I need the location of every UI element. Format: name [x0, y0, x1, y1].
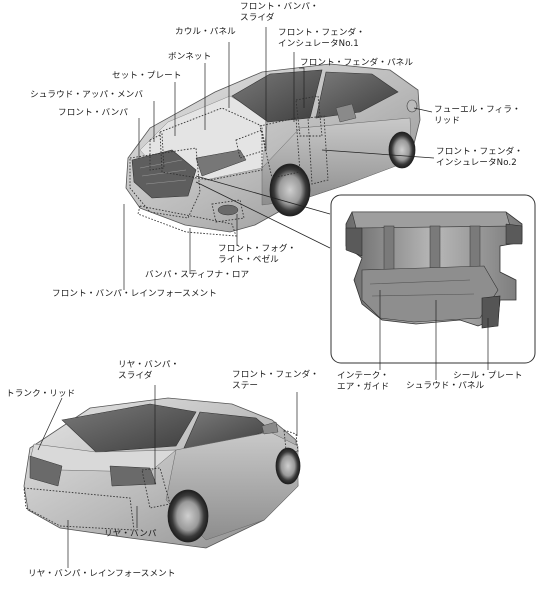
label-front-bumper-reinforcement: フロント・バンパ・レインフォースメント — [52, 289, 217, 299]
label-fuel-filler-lid: フューエル・フィラ・ リッド — [434, 105, 521, 126]
label-trunk-lid: トランク・リッド — [6, 389, 76, 399]
label-front-fender-insulator-no2: フロント・フェンダ・ インシュレータNo.2 — [436, 147, 523, 168]
label-rear-bumper: リヤ・バンパ — [104, 529, 157, 539]
label-shroud-upper-member: シュラウド・アッパ・メンバ — [30, 90, 144, 100]
label-front-fender-panel: フロント・フェンダ・パネル — [300, 58, 414, 68]
label-bonnet: ボンネット — [168, 52, 212, 62]
label-rear-bumper-slider: リヤ・バンパ・ スライダ — [118, 360, 180, 381]
inset-radiator-support — [330, 194, 536, 364]
label-intake-air-guide: インテーク・ エア・ガイド — [337, 371, 390, 392]
label-set-plate: セット・プレート — [112, 71, 182, 81]
label-front-fog-light-bezel: フロント・フォグ・ ライト・ベゼル — [218, 244, 297, 265]
label-front-fender-stay: フロント・フェンダ・ ステー — [232, 370, 319, 391]
front-car — [125, 63, 421, 249]
label-front-fender-insulator-no1: フロント・フェンダ・ インシュレータNo.1 — [278, 28, 365, 49]
rear-car — [23, 397, 301, 549]
label-front-bumper-slider: フロント・バンパ・ スライダ — [240, 2, 319, 23]
label-bumper-stiffener-lower: バンパ・スティフナ・ロア — [145, 270, 250, 280]
label-seal-plate: シール・プレート — [453, 371, 523, 381]
leader-lines — [37, 27, 489, 568]
label-cowl-panel: カウル・パネル — [175, 27, 236, 37]
label-front-bumper: フロント・バンパ — [58, 108, 128, 118]
label-shroud-panel: シュラウド・パネル — [406, 381, 485, 391]
label-rear-bumper-reinforcement: リヤ・バンパ・レインフォースメント — [28, 569, 176, 579]
